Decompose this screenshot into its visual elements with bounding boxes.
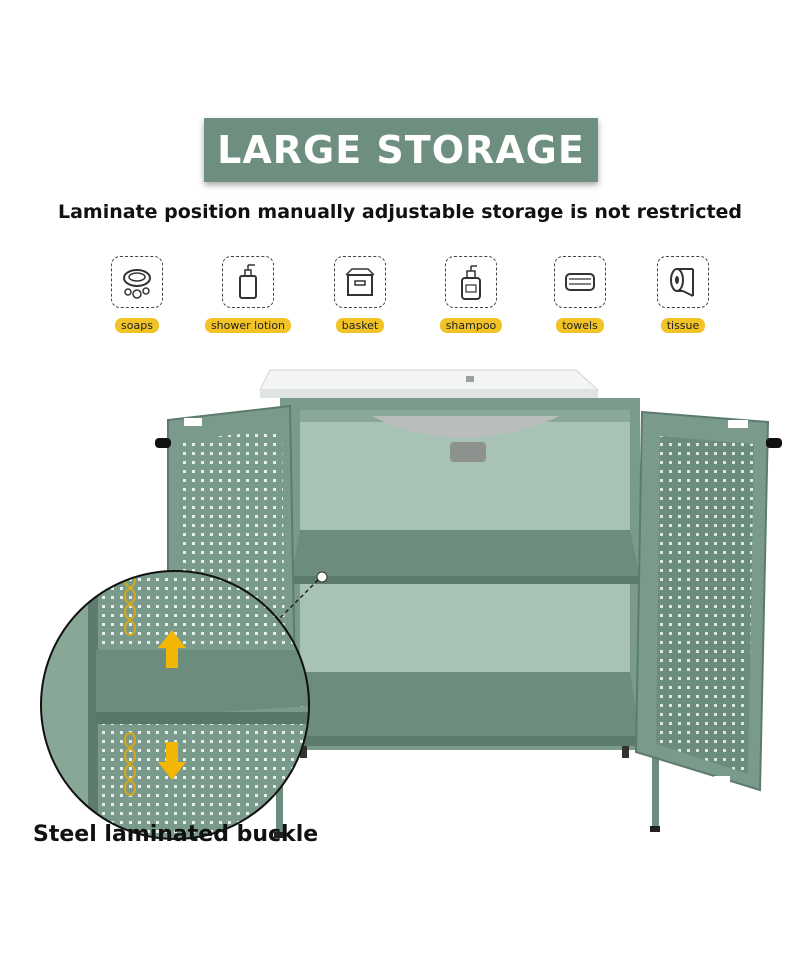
icon-label-towels: towels — [556, 318, 604, 333]
title-text: LARGE STORAGE — [217, 128, 585, 172]
up-arrow-icon — [158, 630, 186, 668]
basket-icon — [334, 256, 386, 308]
vanity-cabinet-illustration — [40, 369, 782, 840]
icon-label-shower-lotion: shower lotion — [204, 318, 292, 333]
icon-item-shampoo: shampoo — [416, 256, 526, 333]
shampoo-bottle-icon — [445, 256, 497, 308]
icon-label-soaps: soaps — [115, 318, 159, 333]
soap-icon — [111, 256, 163, 308]
tissue-roll-icon — [657, 256, 709, 308]
icon-label-tissue: tissue — [660, 318, 706, 333]
lotion-bottle-icon — [222, 256, 274, 308]
title-banner: LARGE STORAGE — [204, 118, 598, 182]
subtitle-text: Laminate position manually adjustable st… — [57, 201, 743, 223]
storage-icons-row: soaps shower lotion basket — [0, 256, 800, 336]
icon-item-towels: towels — [525, 256, 635, 333]
down-arrow-icon — [158, 742, 186, 780]
sink-top — [259, 369, 600, 398]
icon-item-shower-lotion: shower lotion — [193, 256, 303, 333]
right-door — [634, 410, 782, 792]
icon-item-basket: basket — [305, 256, 415, 333]
towel-icon — [554, 256, 606, 308]
icon-label-basket: basket — [335, 318, 385, 333]
icon-item-tissue: tissue — [628, 256, 738, 333]
steel-buckle-caption: Steel laminated buckle — [33, 822, 319, 847]
icon-item-soaps: soaps — [82, 256, 192, 333]
zoom-detail-circle — [40, 570, 310, 840]
cabinet-body — [274, 398, 660, 838]
icon-label-shampoo: shampoo — [439, 318, 503, 333]
